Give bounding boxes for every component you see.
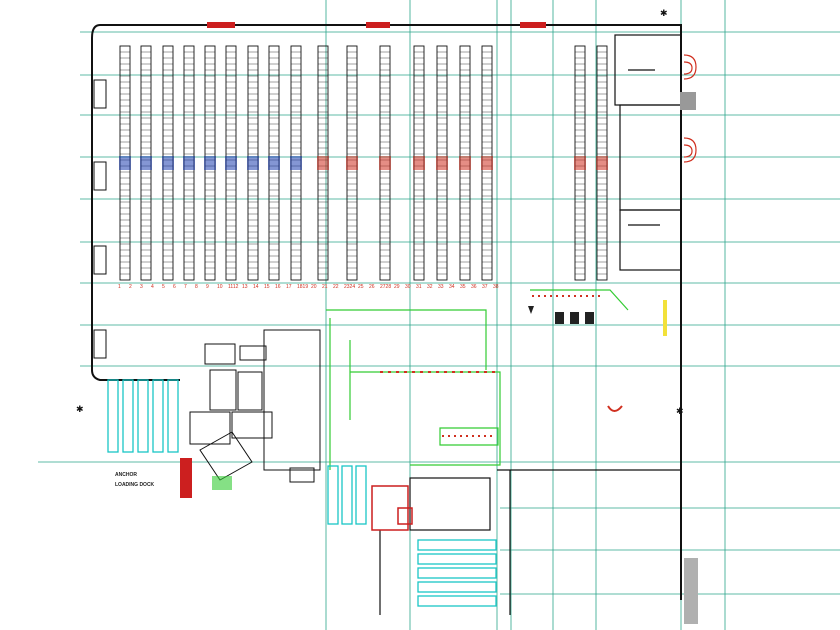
rack-label: 25 [358, 284, 364, 290]
lower-red-rooms [371, 485, 413, 531]
storage-racks [119, 45, 608, 281]
rack-label: 1819 [297, 284, 308, 290]
rack-highlight-band [225, 156, 237, 170]
side-arches [683, 54, 697, 163]
truck [417, 553, 497, 565]
rack-highlight-band [183, 156, 195, 170]
left-side-doors [93, 79, 107, 359]
dock-trucks [107, 379, 497, 607]
dock-title: ANCHOR [115, 472, 137, 478]
rack-highlight-band [317, 156, 329, 170]
north-marker-left: ✱ [76, 405, 84, 415]
rack-label: 6 [173, 284, 176, 290]
rack-label: 13 [242, 284, 248, 290]
rack-label: 2728 [380, 284, 391, 290]
green-patch [212, 476, 232, 490]
rack-label: 36 [471, 284, 477, 290]
rack-label: 33 [438, 284, 444, 290]
office-block [614, 34, 682, 271]
rack-label: 34 [449, 284, 455, 290]
truck [417, 539, 497, 551]
column-grid [38, 0, 840, 630]
rack-label: 9 [206, 284, 209, 290]
rack-label: 1112 [228, 284, 239, 290]
rack-label: 8 [195, 284, 198, 290]
rack-highlight-band [268, 156, 280, 170]
rack-highlight-band [379, 156, 391, 170]
rack-highlight-band [596, 156, 608, 170]
rack-highlight-band [162, 156, 174, 170]
rack-label: 22 [333, 284, 339, 290]
truck [417, 581, 497, 593]
rack-label: 10 [217, 284, 223, 290]
truck [122, 379, 134, 453]
rack-highlight-band [290, 156, 302, 170]
rack-label: 3 [140, 284, 143, 290]
truck [417, 595, 497, 607]
dock-subtitle: LOADING DOCK [115, 482, 155, 488]
truck [152, 379, 164, 453]
rack-label: 35 [460, 284, 466, 290]
rack-highlight-band [140, 156, 152, 170]
truck [341, 465, 353, 525]
truck [355, 465, 367, 525]
truck [327, 465, 339, 525]
rack-label: 29 [394, 284, 400, 290]
rack-label: 2324 [344, 284, 355, 290]
truck [417, 567, 497, 579]
rack-label: 16 [275, 284, 281, 290]
rack-label: 1 [118, 284, 121, 290]
rack-label: 17 [286, 284, 292, 290]
truck [137, 379, 149, 453]
gray-column [684, 558, 698, 624]
lower-structures [379, 469, 681, 615]
rack-label: 26 [369, 284, 375, 290]
conveyor-system [326, 289, 629, 470]
stair-block [680, 92, 696, 110]
sort-stations [528, 306, 594, 324]
north-marker-top: ✱ [660, 9, 668, 19]
top-dock-doors [207, 22, 546, 28]
rack-highlight-band [436, 156, 448, 170]
rack-label: 5 [162, 284, 165, 290]
rack-highlight-band [481, 156, 493, 170]
rack-highlight-band [574, 156, 586, 170]
dock-offices [189, 329, 321, 483]
rack-highlight-band [247, 156, 259, 170]
rack-highlight-band [346, 156, 358, 170]
red-arc [607, 405, 623, 412]
rack-label: 7 [184, 284, 187, 290]
rack-label: 4 [151, 284, 154, 290]
rack-label: 30 [405, 284, 411, 290]
rack-highlight-band [413, 156, 425, 170]
yellow-marker [663, 300, 667, 336]
rack-label: 31 [416, 284, 422, 290]
truck [107, 379, 119, 453]
rack-label: 20 [311, 284, 317, 290]
north-marker-right: ✱ [676, 407, 684, 417]
rack-highlight-band [119, 156, 131, 170]
rack-label: 15 [264, 284, 270, 290]
rack-label: 14 [253, 284, 259, 290]
red-structure [180, 458, 192, 498]
rack-label: 2 [129, 284, 132, 290]
rack-label: 32 [427, 284, 433, 290]
truck [167, 379, 179, 453]
rack-label: 21 [322, 284, 328, 290]
rack-label: 37 [482, 284, 488, 290]
rack-label: 38 [493, 284, 499, 290]
rack-highlight-band [204, 156, 216, 170]
rack-highlight-band [459, 156, 471, 170]
conveyor-accents [380, 295, 600, 437]
